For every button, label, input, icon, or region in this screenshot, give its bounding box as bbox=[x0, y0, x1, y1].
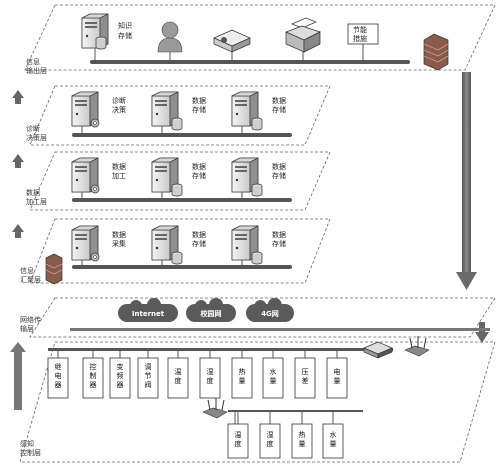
sensor-device-9: 压差 bbox=[294, 350, 316, 399]
cloud-label: Internet bbox=[132, 310, 165, 318]
database-icon bbox=[171, 251, 183, 265]
layer-label-collection: 信息汇聚层 bbox=[20, 266, 41, 284]
cloud-label: 4G网 bbox=[261, 310, 279, 318]
database-icon bbox=[251, 251, 263, 265]
processing-server-label-3: 数据存储 bbox=[272, 162, 286, 180]
sensor-device-row2-1: 温度 bbox=[227, 411, 249, 459]
database-icon bbox=[171, 117, 183, 131]
sensor-device-label: 温度 bbox=[175, 367, 182, 385]
firewall-icon bbox=[423, 33, 449, 71]
sensor-device-label: 热量 bbox=[299, 430, 306, 448]
downward-flow-arrow bbox=[456, 72, 489, 343]
network-layer: Internet 校园网 4G网 bbox=[70, 298, 490, 331]
sensor-device-label: 变频器 bbox=[117, 362, 124, 389]
diagnosis-server-label-3: 数据存储 bbox=[272, 96, 286, 114]
sensor-device-label: 温度 bbox=[235, 430, 242, 448]
sensor-device-label: 湿度 bbox=[267, 430, 274, 448]
printer-icon bbox=[285, 17, 321, 53]
sensor-device-label: 调节阀 bbox=[145, 362, 152, 389]
sensor-device-2: 控制器 bbox=[82, 350, 104, 399]
database-icon bbox=[171, 183, 183, 197]
gear-icon bbox=[90, 184, 100, 194]
sensor-device-label: 继电器 bbox=[55, 362, 62, 389]
processing-layer-servers: 数据加工 数据存储 数据存储 bbox=[71, 157, 292, 202]
sensor-device-8: 水量 bbox=[262, 350, 284, 399]
knowledge-storage-label: 知识存储 bbox=[118, 21, 132, 40]
processing-server-label-2: 数据存储 bbox=[192, 162, 206, 180]
collection-firewall-icon bbox=[45, 253, 63, 285]
diagnosis-server-label-2: 数据存储 bbox=[192, 96, 206, 114]
processing-server-label-1: 数据加工 bbox=[112, 162, 126, 180]
cloud-1: Internet bbox=[118, 298, 178, 322]
diagnosis-bus bbox=[72, 133, 292, 137]
collection-layer-servers: 数据采集 数据存储 数据存储 bbox=[71, 225, 292, 269]
output-layer-devices: 知识存储 bbox=[81, 13, 449, 71]
output-bus bbox=[90, 60, 410, 64]
gear-icon bbox=[90, 252, 100, 262]
collection-bus bbox=[72, 265, 292, 269]
database-icon bbox=[251, 183, 263, 197]
sensor-device-label: 热量 bbox=[239, 367, 246, 385]
collection-server-label-3: 数据存储 bbox=[272, 230, 286, 248]
energy-measures-label: 节能措施 bbox=[353, 25, 367, 43]
projector-icon bbox=[213, 29, 251, 53]
sensor-device-row2-3: 热量 bbox=[291, 411, 313, 459]
sensor-device-label: 压差 bbox=[302, 368, 309, 385]
sensor-device-4: 调节阀 bbox=[137, 350, 159, 399]
layer-label-sensing: 感知控制层 bbox=[20, 439, 41, 457]
layer-label-info-output: 信息输出层 bbox=[26, 57, 47, 75]
sensor-device-row2-2: 湿度 bbox=[259, 411, 281, 459]
wireless-ap-icon-bottom bbox=[202, 398, 228, 419]
sensor-device-7: 热量 bbox=[231, 350, 253, 399]
sensor-device-label: 水量 bbox=[270, 367, 277, 385]
database-icon bbox=[251, 117, 263, 131]
upward-arrows bbox=[10, 90, 26, 410]
sensor-device-6: 湿度 bbox=[199, 350, 221, 399]
layer-label-processing: 数据加工层 bbox=[26, 188, 47, 206]
sensor-device-label: 水量 bbox=[330, 430, 337, 448]
cloud-3: 4G网 bbox=[246, 298, 294, 322]
diagnosis-layer-servers: 诊断决策 数据存储 数据存储 bbox=[71, 91, 292, 137]
database-icon bbox=[95, 36, 107, 50]
sensor-device-3: 变频器 bbox=[109, 350, 131, 399]
sensing-bus-top bbox=[48, 348, 393, 351]
collection-server-label-2: 数据存储 bbox=[192, 230, 206, 248]
sensor-device-label: 湿度 bbox=[207, 367, 214, 385]
sensor-device-row2-4: 水量 bbox=[322, 411, 344, 459]
processing-bus bbox=[72, 198, 292, 202]
layer-outlines bbox=[19, 4, 496, 463]
sensing-bus-bottom bbox=[228, 410, 363, 412]
diagnosis-server-label-1: 诊断决策 bbox=[112, 96, 126, 114]
sensor-device-10: 电量 bbox=[326, 350, 348, 399]
sensor-device-5: 温度 bbox=[167, 350, 189, 399]
cloud-2: 校园网 bbox=[186, 298, 236, 322]
sensor-device-1: 继电器 bbox=[47, 350, 69, 399]
wireless-ap-icon-top bbox=[404, 336, 430, 357]
gear-icon bbox=[90, 118, 100, 128]
user-icon bbox=[157, 21, 183, 53]
layer-label-diagnosis: 诊断决策层 bbox=[26, 124, 47, 142]
collection-server-label-1: 数据采集 bbox=[112, 230, 126, 248]
sensor-device-label: 控制器 bbox=[90, 362, 97, 389]
router-icon bbox=[363, 341, 393, 359]
layer-label-network: 网络传输层 bbox=[20, 315, 41, 333]
cloud-label: 校园网 bbox=[201, 309, 222, 318]
sensor-device-label: 电量 bbox=[334, 367, 341, 385]
